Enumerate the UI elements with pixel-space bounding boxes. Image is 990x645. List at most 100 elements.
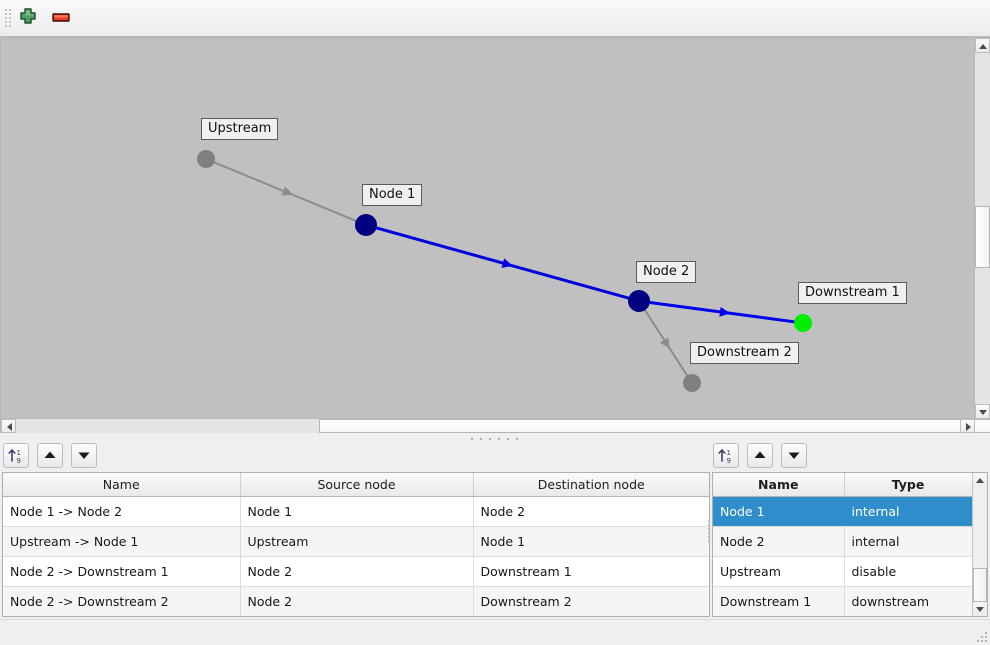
nodes-move-up-button[interactable] xyxy=(747,443,773,468)
sort-icon: 1 9 xyxy=(8,449,21,465)
svg-text:1: 1 xyxy=(17,449,21,457)
graph-edge-node1-node2[interactable] xyxy=(375,226,630,300)
nodes-scroll-down-button[interactable] xyxy=(973,602,987,616)
node-type-cell[interactable]: internal xyxy=(844,526,973,557)
nodes-col-name[interactable]: Name xyxy=(713,473,845,497)
svg-text:9: 9 xyxy=(17,457,21,465)
nodes-empty-cell xyxy=(713,617,844,618)
edges-sort-button[interactable]: 1 9 xyxy=(3,443,29,468)
graph-node-node2[interactable] xyxy=(628,290,650,312)
edge-source-cell[interactable]: Node 1 xyxy=(240,496,474,527)
graph-node-upstream[interactable] xyxy=(197,150,215,168)
edge-source-cell[interactable]: Node 2 xyxy=(240,556,474,587)
edges-grid: Name Source node Destination node Node 1… xyxy=(3,473,709,618)
edges-col-source[interactable]: Source node xyxy=(240,473,474,497)
graph-node-label-downstream2[interactable]: Downstream 2 xyxy=(690,342,799,364)
nodes-col-type[interactable]: Type xyxy=(844,473,973,497)
nodes-sort-button[interactable]: 1 9 xyxy=(713,443,739,468)
edges-move-down-button[interactable] xyxy=(71,443,97,468)
splitter-grip[interactable] xyxy=(471,438,519,441)
nodes-scroll-thumb[interactable] xyxy=(973,568,987,602)
nodes-move-down-button[interactable] xyxy=(781,443,807,468)
edges-table[interactable]: Name Source node Destination node Node 1… xyxy=(2,472,710,617)
chevron-down-icon xyxy=(979,410,987,415)
main-toolbar xyxy=(0,0,990,37)
scroll-right-button[interactable] xyxy=(960,419,975,433)
edge-source-cell[interactable]: Node 2 xyxy=(240,586,474,616)
node-type-cell[interactable]: disable xyxy=(844,556,973,587)
chevron-left-icon xyxy=(7,423,12,431)
canvas-vscroll-thumb[interactable] xyxy=(975,206,990,268)
edge-name-cell[interactable]: Node 2 -> Downstream 1 xyxy=(3,556,241,587)
graph-node-label-node1[interactable]: Node 1 xyxy=(362,184,423,206)
status-bar xyxy=(0,619,990,645)
edges-move-up-button[interactable] xyxy=(37,443,63,468)
graph-svg xyxy=(197,150,812,392)
nodes-header-row: Name Type xyxy=(713,473,987,497)
node-name-cell[interactable]: Node 1 xyxy=(713,496,845,527)
svg-text:1: 1 xyxy=(727,449,731,457)
nodes-empty-cell xyxy=(844,617,972,618)
canvas-horizontal-scrollbar[interactable] xyxy=(1,418,990,433)
graph-node-downstream2[interactable] xyxy=(683,374,701,392)
tables-splitter-grip[interactable] xyxy=(708,520,711,542)
graph-node-node1[interactable] xyxy=(355,214,377,236)
edges-header-row: Name Source node Destination node xyxy=(3,473,709,497)
svg-text:9: 9 xyxy=(727,457,731,465)
panel-splitter[interactable] xyxy=(0,433,990,445)
canvas-hscroll-thumb[interactable] xyxy=(319,419,990,433)
nodes-table-empty-row xyxy=(713,617,987,618)
edges-table-empty-row xyxy=(3,617,709,618)
edges-col-name[interactable]: Name xyxy=(3,473,241,497)
chevron-right-icon xyxy=(966,423,971,431)
graph-edge-arrow-upstream-node1 xyxy=(281,186,293,196)
toolbar-grip-handle[interactable] xyxy=(5,9,11,29)
canvas-vertical-scrollbar[interactable] xyxy=(974,38,990,419)
window-resize-grip[interactable] xyxy=(976,631,987,642)
graph-node-label-downstream1[interactable]: Downstream 1 xyxy=(798,282,907,304)
node-name-cell[interactable]: Node 2 xyxy=(713,526,845,557)
nodes-scroll-up-button[interactable] xyxy=(973,473,987,487)
node-name-cell[interactable]: Upstream xyxy=(713,556,845,587)
scroll-left-button[interactable] xyxy=(1,419,16,433)
edge-destination-cell[interactable]: Node 2 xyxy=(473,496,709,527)
edge-destination-cell[interactable]: Downstream 1 xyxy=(473,556,709,587)
graph-node-downstream1[interactable] xyxy=(794,314,812,332)
scroll-down-button[interactable] xyxy=(975,404,990,419)
remove-node-button[interactable] xyxy=(47,5,75,32)
edge-name-cell[interactable]: Node 1 -> Node 2 xyxy=(3,496,241,527)
arrow-up-icon xyxy=(44,451,56,458)
node-name-cell[interactable]: Downstream 1 xyxy=(713,586,845,616)
node-type-cell[interactable]: downstream xyxy=(844,586,973,616)
edge-source-cell[interactable]: Upstream xyxy=(240,526,474,557)
arrow-up-icon xyxy=(754,451,766,458)
minus-icon xyxy=(52,13,70,22)
scroll-up-button[interactable] xyxy=(975,38,990,53)
graph-edge-layer xyxy=(213,161,796,377)
edges-empty-cell xyxy=(473,617,709,618)
edge-name-cell[interactable]: Upstream -> Node 1 xyxy=(3,526,241,557)
edge-destination-cell[interactable]: Downstream 2 xyxy=(473,586,709,616)
edge-name-cell[interactable]: Node 2 -> Downstream 2 xyxy=(3,586,241,616)
nodes-table-scrollbar[interactable] xyxy=(972,473,987,616)
add-node-button[interactable] xyxy=(14,5,42,32)
graph-node-label-node2[interactable]: Node 2 xyxy=(636,261,697,283)
graph-node-label-upstream[interactable]: Upstream xyxy=(201,118,279,140)
node-type-cell[interactable]: internal xyxy=(844,496,973,527)
edges-col-destination[interactable]: Destination node xyxy=(473,473,709,497)
edge-destination-cell[interactable]: Node 1 xyxy=(473,526,709,557)
